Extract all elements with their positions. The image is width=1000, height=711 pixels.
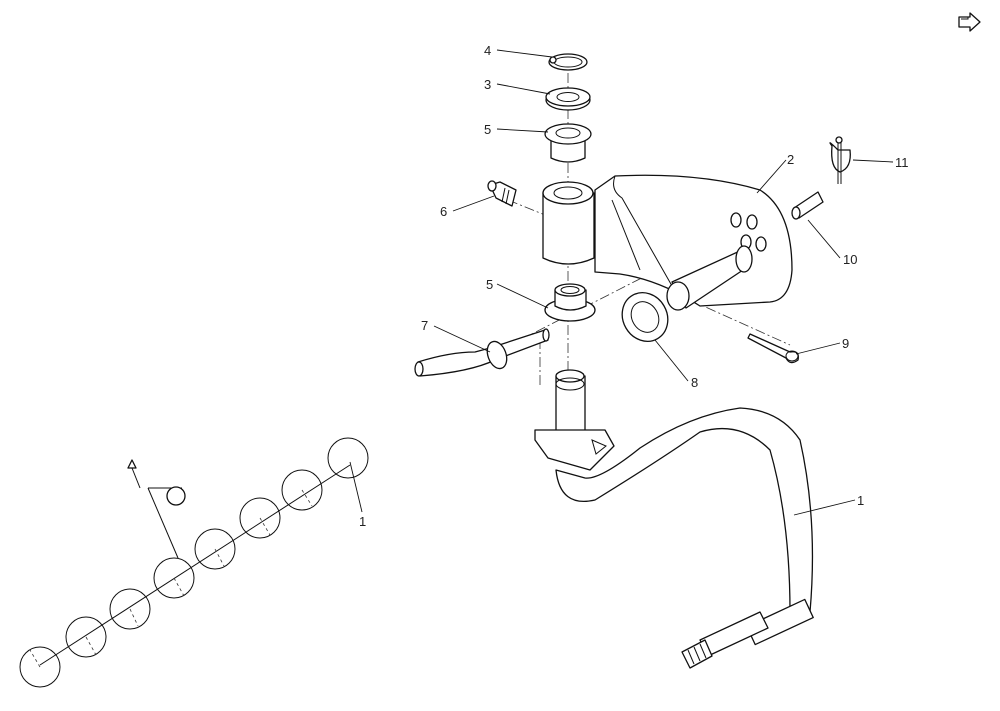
next-page-arrow-icon[interactable] bbox=[958, 12, 981, 32]
flanged-bushing-part-5-lower bbox=[544, 283, 596, 322]
cotter-pin-part-9 bbox=[747, 333, 799, 364]
callout-6: 6 bbox=[440, 204, 447, 219]
flanged-bushing-part-5-upper bbox=[544, 123, 592, 163]
callout-5-upper: 5 bbox=[484, 122, 491, 137]
callout-1: 1 bbox=[857, 493, 864, 508]
callout-7: 7 bbox=[421, 318, 428, 333]
callout-5-lower: 5 bbox=[486, 277, 493, 292]
leader-lines bbox=[349, 49, 894, 516]
hitch-plate-part-2 bbox=[542, 174, 793, 311]
callout-1-inset: 1 bbox=[359, 514, 366, 529]
grease-fitting-part-6 bbox=[487, 180, 517, 207]
roll-pin-part-10 bbox=[791, 191, 824, 220]
washer-part-3 bbox=[545, 87, 591, 111]
handle-pin-part-7 bbox=[414, 328, 550, 377]
callout-8: 8 bbox=[691, 375, 698, 390]
large-washer-part-8 bbox=[621, 292, 669, 342]
callout-labels: 4 3 5 2 11 6 10 5 7 9 8 1 1 bbox=[359, 43, 909, 529]
hitch-bar-part-1 bbox=[534, 369, 814, 669]
callout-9: 9 bbox=[842, 336, 849, 351]
callout-11: 11 bbox=[895, 155, 909, 170]
callout-2: 2 bbox=[787, 152, 794, 167]
snap-ring-part-4 bbox=[548, 53, 588, 71]
inset-rear-view bbox=[19, 437, 369, 688]
callout-10: 10 bbox=[843, 252, 857, 267]
callout-4: 4 bbox=[484, 43, 491, 58]
lynch-pin-part-11 bbox=[829, 136, 851, 184]
callout-3: 3 bbox=[484, 77, 491, 92]
